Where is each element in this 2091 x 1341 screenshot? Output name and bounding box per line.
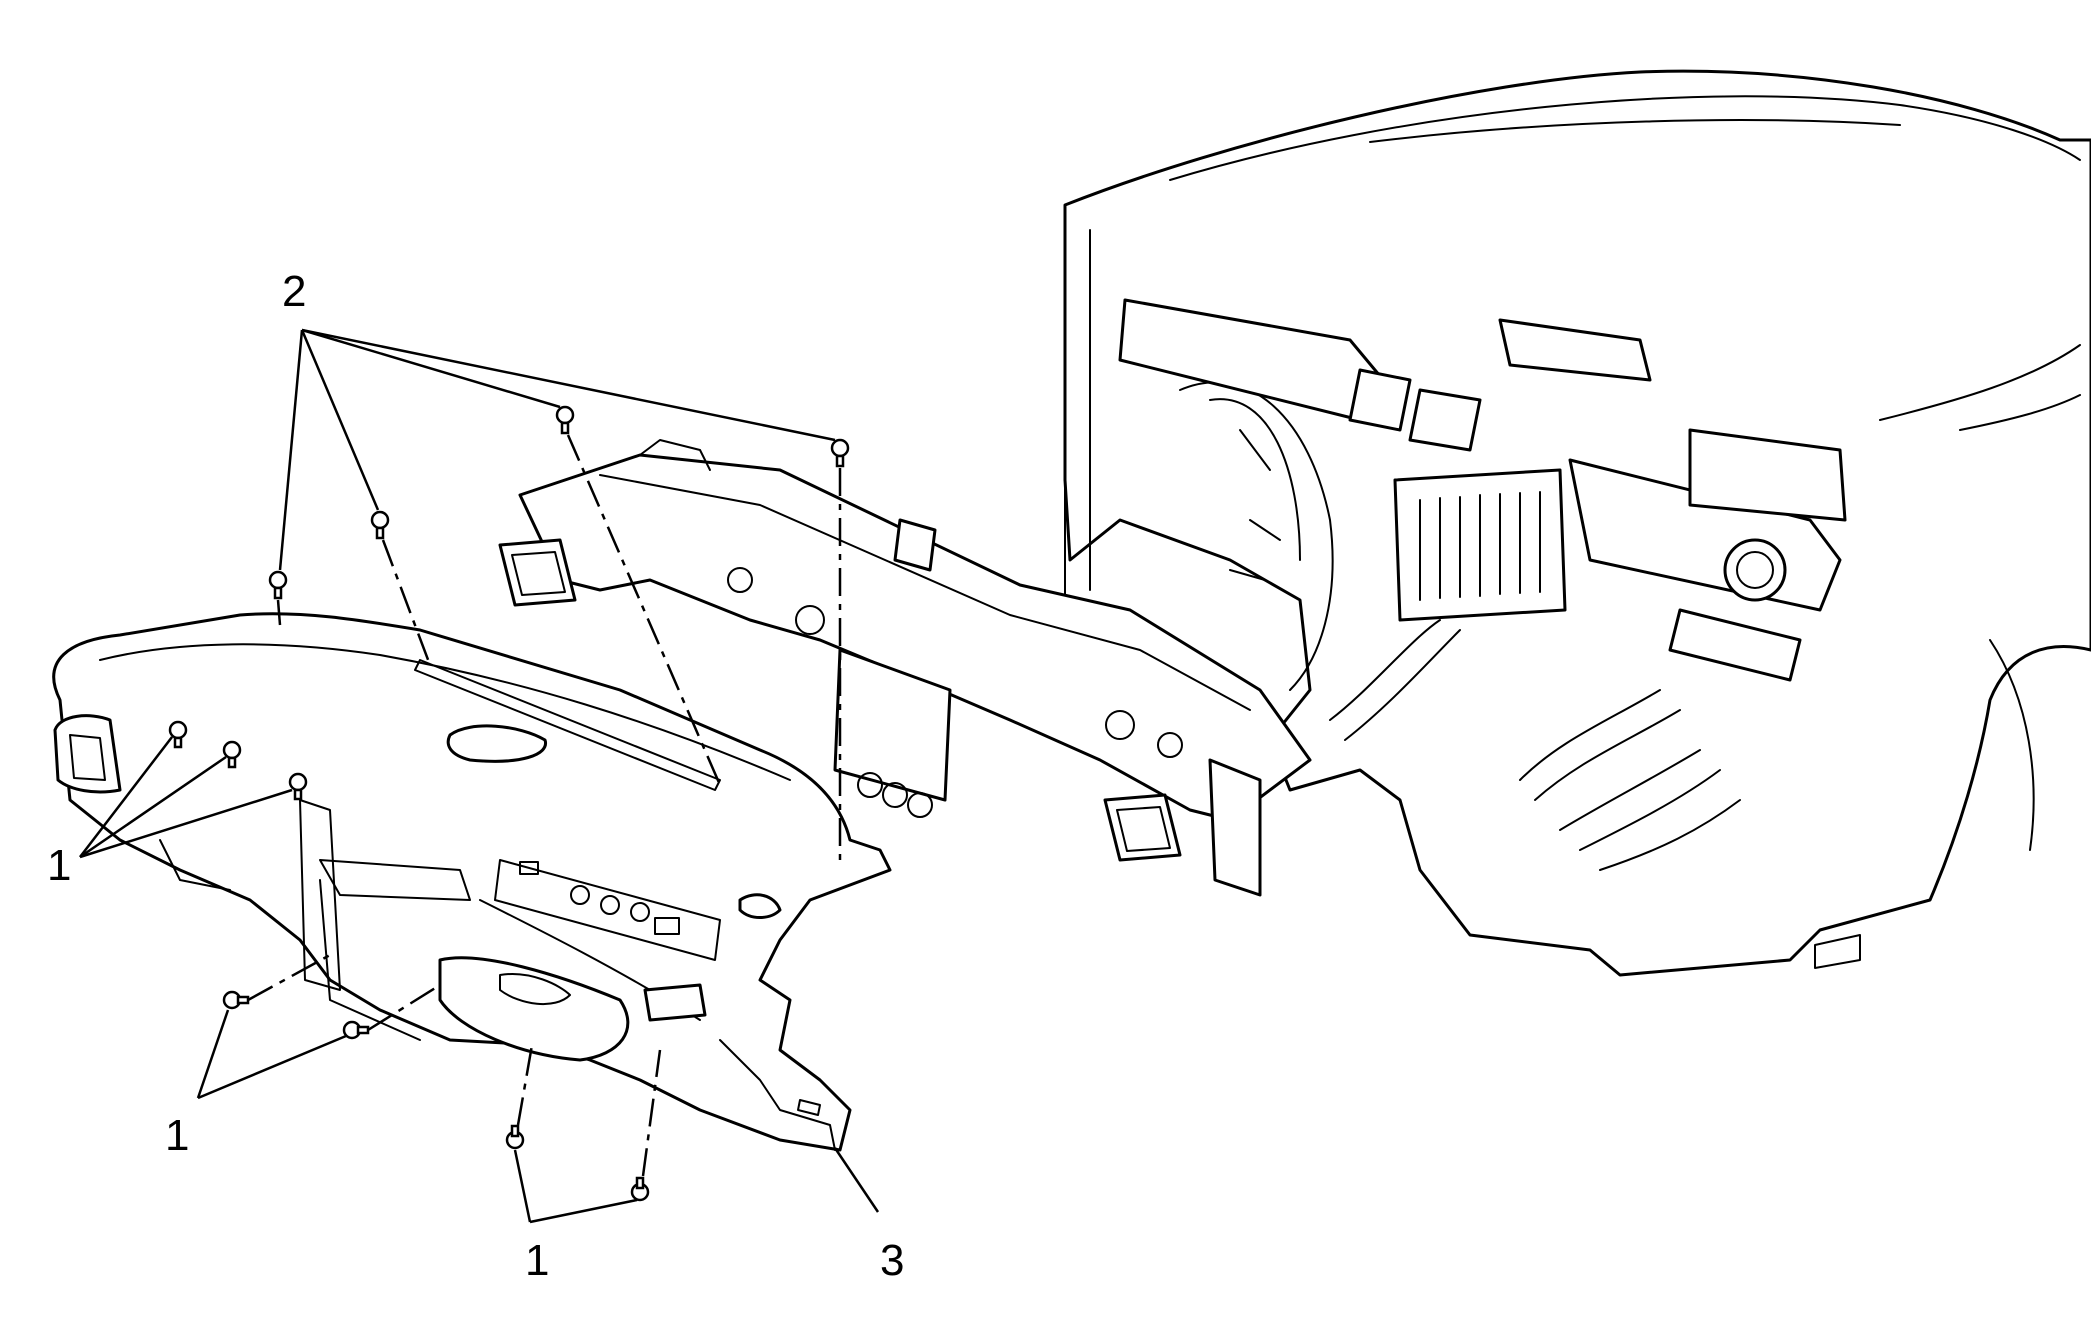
fastener-2c-icon (555, 405, 575, 435)
fastener-1d-icon (222, 990, 250, 1010)
callout-2-label: 2 (282, 267, 306, 316)
fastener-1c-icon (288, 772, 308, 801)
alignment-lines (247, 434, 842, 1177)
fastener-1g-icon (630, 1176, 650, 1202)
leader-lines (79, 328, 880, 1224)
instrument-panel (52, 612, 892, 1152)
fastener-2d-icon (830, 438, 850, 468)
fastener-1f-icon (505, 1124, 525, 1150)
fastener-1e-icon (342, 1020, 370, 1040)
cross-car-beam (498, 439, 1312, 897)
fastener-1b-icon (222, 740, 242, 769)
fastener-2a-icon (268, 570, 288, 600)
callout-1-lower-left-label: 1 (165, 1111, 189, 1160)
callout-1-left-label: 1 (47, 841, 71, 890)
vehicle-body-cowl (1063, 69, 2091, 977)
fastener-2b-icon (370, 510, 390, 540)
callout-3-label: 3 (880, 1236, 904, 1285)
fastener-1a-icon (168, 720, 188, 749)
fasteners (168, 405, 850, 1202)
callout-1-bottom-label: 1 (525, 1236, 549, 1285)
callout-labels: 2 1 1 1 3 (47, 267, 904, 1285)
